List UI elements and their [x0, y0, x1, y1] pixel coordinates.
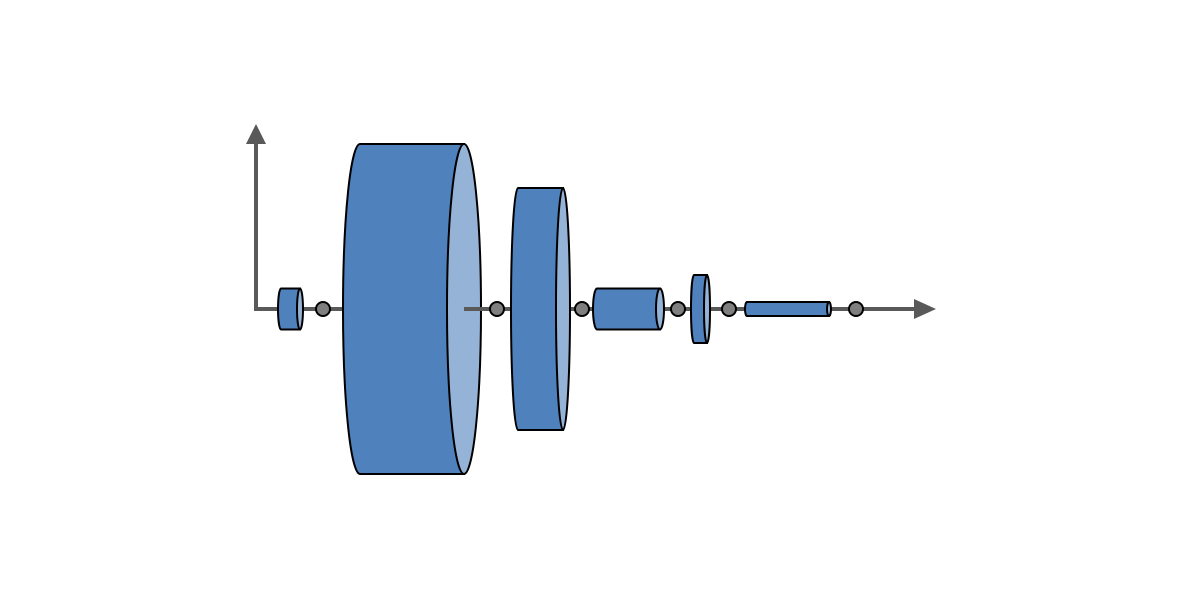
- short-cylinder: [592, 287, 665, 331]
- large-drum: [342, 143, 482, 475]
- small-disc-body: [277, 287, 301, 331]
- joint-3-icon: [574, 301, 590, 317]
- thin-disc: [690, 274, 711, 344]
- medium-disc-body: [510, 187, 564, 431]
- joint-6-icon: [848, 301, 864, 317]
- horizontal-axis-arrow-icon: [914, 299, 936, 319]
- joint-2-icon: [489, 301, 505, 317]
- components-layer: [277, 143, 864, 475]
- joint-4-icon: [670, 301, 686, 317]
- long-shaft: [744, 301, 832, 317]
- thin-disc-body: [690, 274, 708, 344]
- small-disc-face: [296, 287, 304, 331]
- joint-1-icon: [315, 301, 331, 317]
- short-cylinder-face: [655, 287, 665, 331]
- long-shaft-face: [826, 301, 832, 317]
- long-shaft-body: [744, 301, 830, 317]
- short-cylinder-body: [592, 287, 661, 331]
- vertical-axis-arrow-icon: [246, 124, 266, 144]
- small-disc: [277, 287, 304, 331]
- thin-disc-face: [703, 274, 711, 344]
- medium-disc-face: [555, 187, 571, 431]
- joint-5-icon: [721, 301, 737, 317]
- large-drum-body: [342, 143, 465, 475]
- medium-disc: [510, 187, 571, 431]
